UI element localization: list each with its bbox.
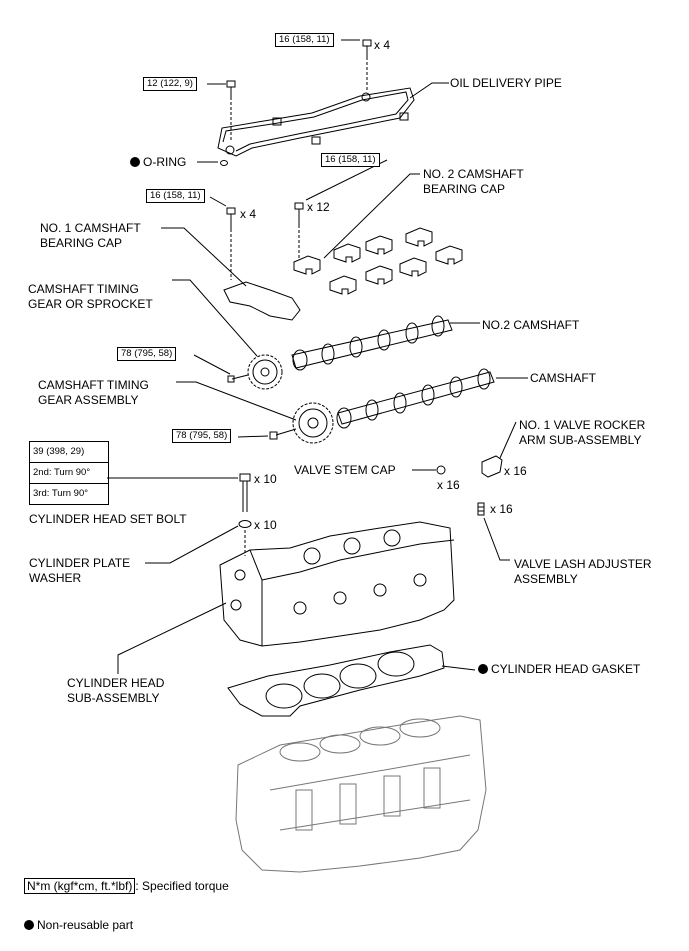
label-lash-adjuster-line2: ASSEMBLY: [514, 572, 578, 586]
torque-no2-cap-bolt: 16 (158, 11): [321, 153, 380, 167]
label-camshaft: CAMSHAFT: [530, 371, 596, 385]
head-bolt-step-1: 39 (398, 29): [30, 442, 108, 463]
qty-lash-adjuster: x 16: [490, 502, 513, 516]
rocker-arm: [481, 455, 503, 478]
head-bolt-torque-table: 39 (398, 29) 2nd: Turn 90° 3rd: Turn 90°: [29, 441, 109, 505]
label-no2-camshaft: NO.2 CAMSHAFT: [482, 318, 580, 332]
no2-bearing-caps: [293, 227, 463, 295]
leader-lines: [107, 39, 528, 674]
label-plate-washer-line1: CYLINDER PLATE: [29, 556, 131, 570]
legend-nonreusable-text: Non-reusable part: [37, 918, 134, 932]
label-head-sub-line1: CYLINDER HEAD: [67, 676, 165, 690]
label-o-ring: O-RING: [130, 155, 186, 170]
legend-torque-unit: N*m (kgf*cm, ft.*lbf): [24, 878, 136, 894]
lash-adjuster: [477, 502, 485, 516]
torque-gear-asm-bolt: 78 (795, 58): [172, 429, 232, 443]
label-no2-cap-line2: BEARING CAP: [423, 182, 506, 196]
torque-sprocket-bolt: 78 (795, 58): [117, 347, 177, 361]
qty-no2-cap-bolt: x 12: [307, 200, 330, 214]
qty-no1-cap-bolt: x 4: [240, 207, 257, 221]
label-valve-stem-cap: VALVE STEM CAP: [294, 463, 396, 477]
head-bolt-step-3: 3rd: Turn 90°: [33, 488, 89, 499]
no2-camshaft: [291, 315, 453, 371]
oil-delivery-pipe: [217, 87, 415, 157]
label-rocker-line1: NO. 1 VALVE ROCKER: [519, 418, 646, 432]
valve-stem-cap: [436, 465, 446, 475]
label-gear-asm-line1: CAMSHAFT TIMING: [38, 378, 149, 392]
label-no2-cap-line1: NO. 2 CAMSHAFT: [423, 167, 524, 181]
legend-torque: N*m (kgf*cm, ft.*lbf): Specified torque: [24, 878, 229, 894]
label-timing-gear-line1: CAMSHAFT TIMING: [28, 282, 139, 296]
qty-valve-stem-cap: x 16: [437, 478, 460, 492]
camshaft: [336, 368, 495, 429]
label-no1-cap-line2: BEARING CAP: [40, 236, 123, 250]
label-oil-delivery-pipe: OIL DELIVERY PIPE: [450, 76, 562, 90]
head-set-bolt: [239, 473, 251, 556]
timing-gear-assembly: [269, 402, 334, 444]
nonreusable-dot-icon: [130, 157, 140, 167]
head-gasket-shape: [227, 644, 445, 717]
label-timing-gear-line2: GEAR OR SPROCKET: [28, 297, 153, 311]
label-o-ring-text: O-RING: [143, 155, 187, 169]
timing-sprocket: [227, 354, 283, 390]
legend-nonreusable: Non-reusable part: [24, 918, 133, 933]
cylinder-head: [219, 521, 455, 647]
qty-rocker-arm: x 16: [504, 464, 527, 478]
qty-head-set-bolt: x 10: [254, 472, 277, 486]
pipe-bolt: [226, 80, 236, 140]
label-plate-washer-line2: WASHER: [29, 571, 82, 585]
label-head-sub-line2: SUB-ASSEMBLY: [67, 691, 160, 705]
no1-cap-bolt: [226, 207, 236, 280]
label-rocker-line2: ARM SUB-ASSEMBLY: [519, 433, 642, 447]
pipe-union-bolt: [362, 39, 372, 90]
torque-no1-cap-bolt: 16 (158, 11): [146, 189, 205, 203]
label-head-gasket: CYLINDER HEAD GASKET: [478, 662, 640, 677]
head-bolt-step-2: 2nd: Turn 90°: [30, 463, 108, 484]
nonreusable-dot-icon: [24, 920, 34, 930]
cylinder-block: [235, 715, 487, 873]
no2-cap-bolt: [294, 202, 304, 260]
label-no1-cap-line1: NO. 1 CAMSHAFT: [40, 221, 141, 235]
plate-washer: [238, 520, 252, 528]
legend-torque-text: : Specified torque: [135, 879, 229, 893]
no1-bearing-cap: [223, 281, 301, 321]
torque-pipe-union-bolt: 16 (158, 11): [275, 33, 334, 47]
torque-pipe-bolt: 12 (122, 9): [143, 77, 197, 91]
nonreusable-dot-icon: [478, 664, 488, 674]
qty-plate-washer: x 10: [254, 518, 277, 532]
o-ring: [220, 160, 228, 166]
label-head-set-bolt: CYLINDER HEAD SET BOLT: [29, 512, 187, 526]
qty-pipe-union-bolt: x 4: [374, 38, 391, 52]
label-gear-asm-line2: GEAR ASSEMBLY: [38, 393, 139, 407]
label-head-gasket-text: CYLINDER HEAD GASKET: [491, 662, 641, 676]
label-lash-adjuster-line1: VALVE LASH ADJUSTER: [514, 557, 652, 571]
